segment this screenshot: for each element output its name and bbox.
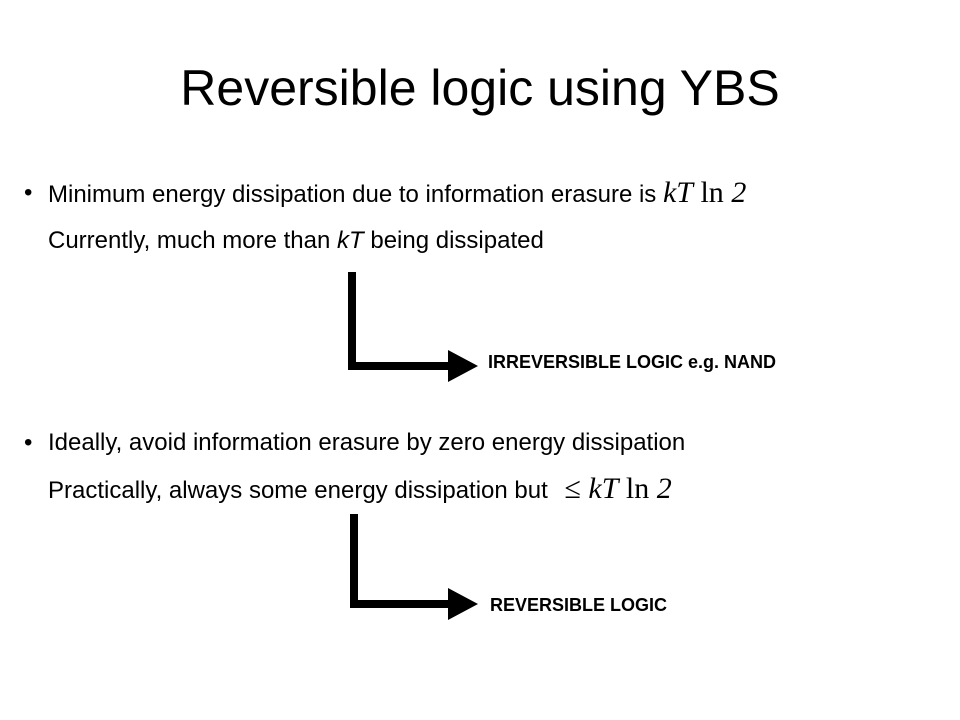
bullet-2-subline-body: Practically, always some energy dissipat… [48, 477, 548, 504]
irreversible-logic-label: IRREVERSIBLE LOGIC e.g. NAND [488, 352, 777, 372]
bullet-1-subline-kt: kT [337, 227, 364, 254]
bullet-1-subline-pre: Currently, much more than [48, 227, 337, 254]
kt-ln2-formula: kT ln 2 [663, 176, 746, 209]
formula-ln: ln [700, 176, 724, 209]
formula2-kt: kT [588, 472, 619, 505]
reversible-logic-label: REVERSIBLE LOGIC [490, 595, 668, 615]
bullet-2-text: Ideally, avoid information erasure by ze… [48, 429, 686, 456]
bullet-1-subline: Currently, much more than kT being dissi… [48, 226, 544, 256]
slide-title: Reversible logic using YBS [180, 60, 780, 116]
formula-two: 2 [731, 176, 747, 209]
formula-kt: kT [662, 176, 693, 209]
le-kt-ln2-formula: ≤ kT ln 2 [564, 472, 671, 505]
bullet-2-subline: Practically, always some energy dissipat… [48, 474, 672, 506]
formula-leq: ≤ [564, 472, 581, 505]
bullet-1-body: Minimum energy dissipation due to inform… [48, 181, 657, 208]
bullet-1-marker: • [24, 179, 33, 206]
formula2-ln: ln [625, 472, 650, 505]
bullet-1-subline-post: being dissipated [363, 227, 544, 254]
bullet-1-text: Minimum energy dissipation due to inform… [48, 178, 746, 210]
bullet-2-marker: • [24, 429, 33, 456]
formula2-two: 2 [656, 472, 672, 505]
